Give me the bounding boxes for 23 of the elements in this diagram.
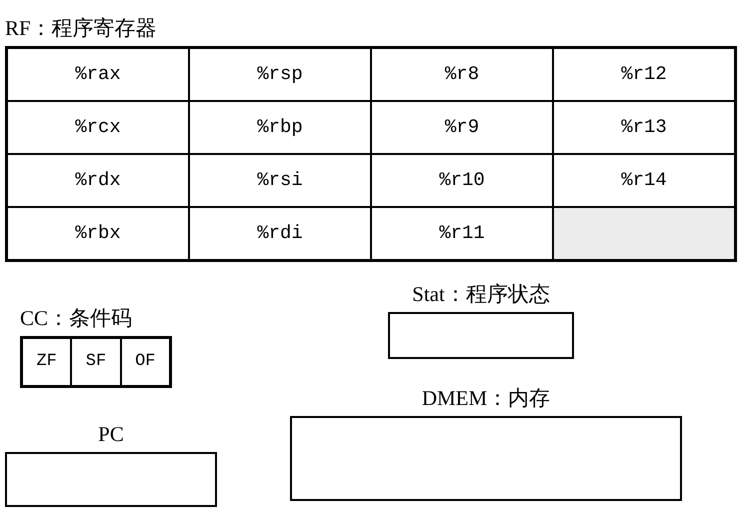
register-cell: %rbp <box>189 101 371 154</box>
register-cell: %rsi <box>189 154 371 207</box>
register-cell: %rax <box>7 48 189 101</box>
register-cell: %rsp <box>189 48 371 101</box>
heading: DMEM：内存 <box>422 385 550 412</box>
register-cell: %r9 <box>371 101 553 154</box>
register-cell: %rdi <box>189 207 371 260</box>
register-cell: %rcx <box>7 101 189 154</box>
flag-cell: SF <box>71 338 121 386</box>
register-cell: %r14 <box>553 154 735 207</box>
register-cell: %r10 <box>371 154 553 207</box>
heading: CC：条件码 <box>20 305 132 332</box>
flag-cell: ZF <box>22 338 72 386</box>
register-cell: %r12 <box>553 48 735 101</box>
heading: PC <box>98 421 124 448</box>
heading: Stat：程序状态 <box>412 281 550 308</box>
register-cell: %r13 <box>553 101 735 154</box>
register-cell: %rdx <box>7 154 189 207</box>
heading: RF：程序寄存器 <box>5 15 157 42</box>
flag-cell: OF <box>120 338 170 386</box>
register-cell: %r11 <box>371 207 553 260</box>
register-cell: %r8 <box>371 48 553 101</box>
register-cell: %rbx <box>7 207 189 260</box>
